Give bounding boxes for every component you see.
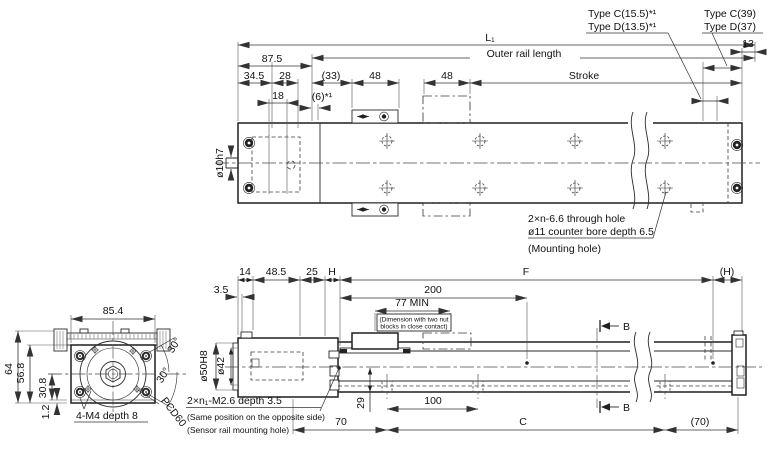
- dim-29: 29: [355, 397, 367, 409]
- dim-48-5: 48.5: [266, 266, 287, 278]
- dim-56-8: 56.8: [15, 363, 27, 384]
- dim-64: 64: [3, 363, 15, 375]
- pcd-holes: [84, 346, 141, 393]
- dim-50h8: ø50H8: [198, 350, 210, 382]
- rail-mounting-holes: [379, 133, 673, 196]
- dim-100: 100: [424, 395, 442, 407]
- dim-18: 18: [272, 90, 284, 102]
- dim-25: 25: [306, 266, 318, 278]
- stroke-label: Stroke: [569, 70, 600, 82]
- dim-85-4: 85.4: [103, 305, 124, 317]
- break-line: [647, 331, 653, 403]
- nut-note-line1: (Dimension with two nut: [380, 317, 449, 324]
- dim-42: ø42: [215, 357, 227, 375]
- sensor-block-top: [351, 109, 399, 124]
- side-view-dimensions: 14 48.5 25 H F (H) 3.5 200 77 MIN (Dimen…: [186, 266, 743, 435]
- right-end-screws: [731, 139, 743, 194]
- section-b-markers: B B: [596, 320, 630, 414]
- type-d-37-label: Type D(37): [704, 21, 756, 33]
- angle-30-b: 30°: [154, 365, 173, 385]
- type-c-155-label: Type C(15.5)*¹: [588, 8, 657, 20]
- dim-48-b: 48: [441, 70, 453, 82]
- left-end-screws: [243, 137, 255, 194]
- type-d-135-label: Type D(13.5)*¹: [588, 21, 657, 33]
- mount-note-line2: ø11 counter bore depth 6.5: [528, 226, 654, 238]
- phantom-nut-block-top: [422, 95, 471, 124]
- break-line: [633, 331, 639, 403]
- sensor-knob-left: [53, 328, 68, 352]
- dim-h-paren: (H): [720, 266, 735, 278]
- phantom-nut-block-bottom: [422, 202, 471, 217]
- outer-rail-length-label: Outer rail length: [487, 48, 562, 60]
- phantom-nut-block: [422, 332, 472, 350]
- dim-f: F: [523, 266, 529, 278]
- dim-3-5: 3.5: [214, 284, 229, 296]
- dim-l1-label: L₁: [485, 32, 495, 44]
- sensor-note-line1: 2×n₁-M2.6 depth 3.5: [187, 395, 282, 407]
- dim-6: (6)*¹: [312, 91, 333, 103]
- sensor-note-line3: (Sensor rail mounting hole): [187, 425, 289, 435]
- side-mount-holes: [381, 374, 671, 399]
- break-line: [630, 111, 636, 210]
- side-view-drawing: B B: [225, 320, 762, 414]
- dim-34-5: 34.5: [244, 70, 265, 82]
- break-line: [644, 111, 650, 210]
- section-b-top-label: B: [623, 321, 630, 333]
- dim-200: 200: [424, 284, 442, 296]
- dim-77-min: 77 MIN: [395, 297, 429, 309]
- dim-87-5: 87.5: [262, 53, 283, 65]
- nut-block: [351, 332, 399, 350]
- dim-c: C: [519, 416, 527, 428]
- dim-70: 70: [335, 416, 347, 428]
- nut-note-line2: blocks in close contact): [380, 324, 447, 331]
- sensor-note-line2: (Same position on the opposite side): [187, 412, 325, 422]
- dim-48-a: 48: [369, 70, 381, 82]
- end-view-drawing: 30° 30° PCD60 4-M4 depth 8: [48, 321, 189, 429]
- side-housing: [237, 337, 339, 398]
- mount-note-line3: (Mounting hole): [528, 243, 601, 255]
- top-view-drawing: [215, 95, 760, 217]
- m4-note-label: 4-M4 depth 8: [76, 410, 138, 422]
- dim-28: 28: [279, 70, 291, 82]
- shaft-dia-label: ø10h7: [214, 148, 226, 178]
- end-view-dimensions: 85.4 64 56.8 30.8 1.2: [3, 305, 156, 420]
- dim-70-paren: (70): [691, 416, 710, 428]
- pcd60-label: PCD60: [158, 395, 188, 429]
- type-c-39-label: Type C(39): [704, 8, 756, 20]
- mount-note-line1: 2×n-6.6 through hole: [528, 213, 625, 225]
- dim-30-8: 30.8: [37, 378, 49, 399]
- nut-note-box: [376, 313, 452, 332]
- dim-h: H: [328, 266, 336, 278]
- dim-1-2: 1.2: [40, 405, 52, 420]
- top-view-dimensions: L₁ Outer rail length 87.5 34.5 28 (33) 4…: [214, 8, 767, 255]
- dim-33: (33): [322, 70, 341, 82]
- dim-14: 14: [239, 266, 251, 278]
- section-b-bottom-label: B: [623, 402, 630, 414]
- sensor-block-bottom: [351, 202, 399, 217]
- dim-13: 13: [742, 38, 754, 50]
